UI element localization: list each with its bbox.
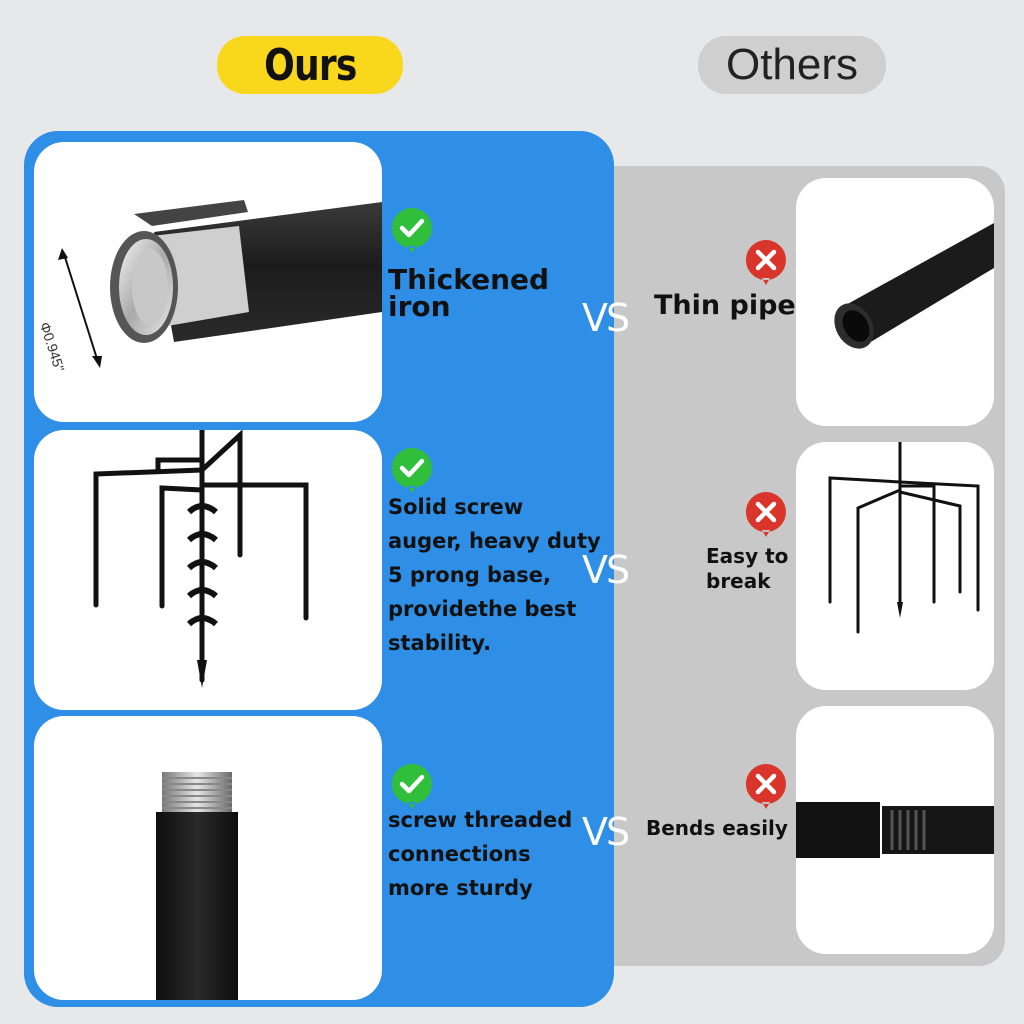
cross-icon bbox=[745, 240, 786, 285]
check-icon bbox=[391, 208, 432, 253]
others-thin-pipe-image bbox=[796, 178, 994, 426]
vs-label-2: VS bbox=[582, 548, 630, 592]
others-weak-base-image bbox=[796, 442, 994, 690]
check-icon bbox=[391, 764, 432, 809]
ours-label: Ours bbox=[263, 39, 357, 91]
others-text-thin-pipe: Thin pipe bbox=[654, 290, 796, 321]
ours-screw-auger-image bbox=[34, 430, 382, 710]
ours-text-thickened-iron: Thickened iron bbox=[388, 263, 550, 323]
cross-icon bbox=[745, 764, 786, 809]
cross-icon bbox=[745, 492, 786, 537]
others-bent-joint-image bbox=[796, 706, 994, 954]
ours-threaded-connection-image bbox=[34, 716, 382, 1000]
vs-label-1: VS bbox=[582, 296, 630, 340]
others-label-pill: Others bbox=[698, 36, 886, 94]
ours-text-screw-auger: Solid screw auger, heavy duty 5 prong ba… bbox=[388, 495, 601, 655]
ours-label-pill: Ours bbox=[217, 36, 403, 94]
others-text-bends-easily: Bends easily bbox=[646, 816, 788, 840]
check-icon bbox=[391, 448, 432, 493]
ours-thick-pipe-image: Φ0.945" bbox=[34, 142, 382, 422]
ours-text-threaded: screw threaded connections more sturdy bbox=[388, 808, 573, 900]
others-label: Others bbox=[725, 40, 859, 89]
others-text-easy-to-break: Easy to break bbox=[706, 544, 789, 593]
vs-label-3: VS bbox=[582, 810, 630, 854]
